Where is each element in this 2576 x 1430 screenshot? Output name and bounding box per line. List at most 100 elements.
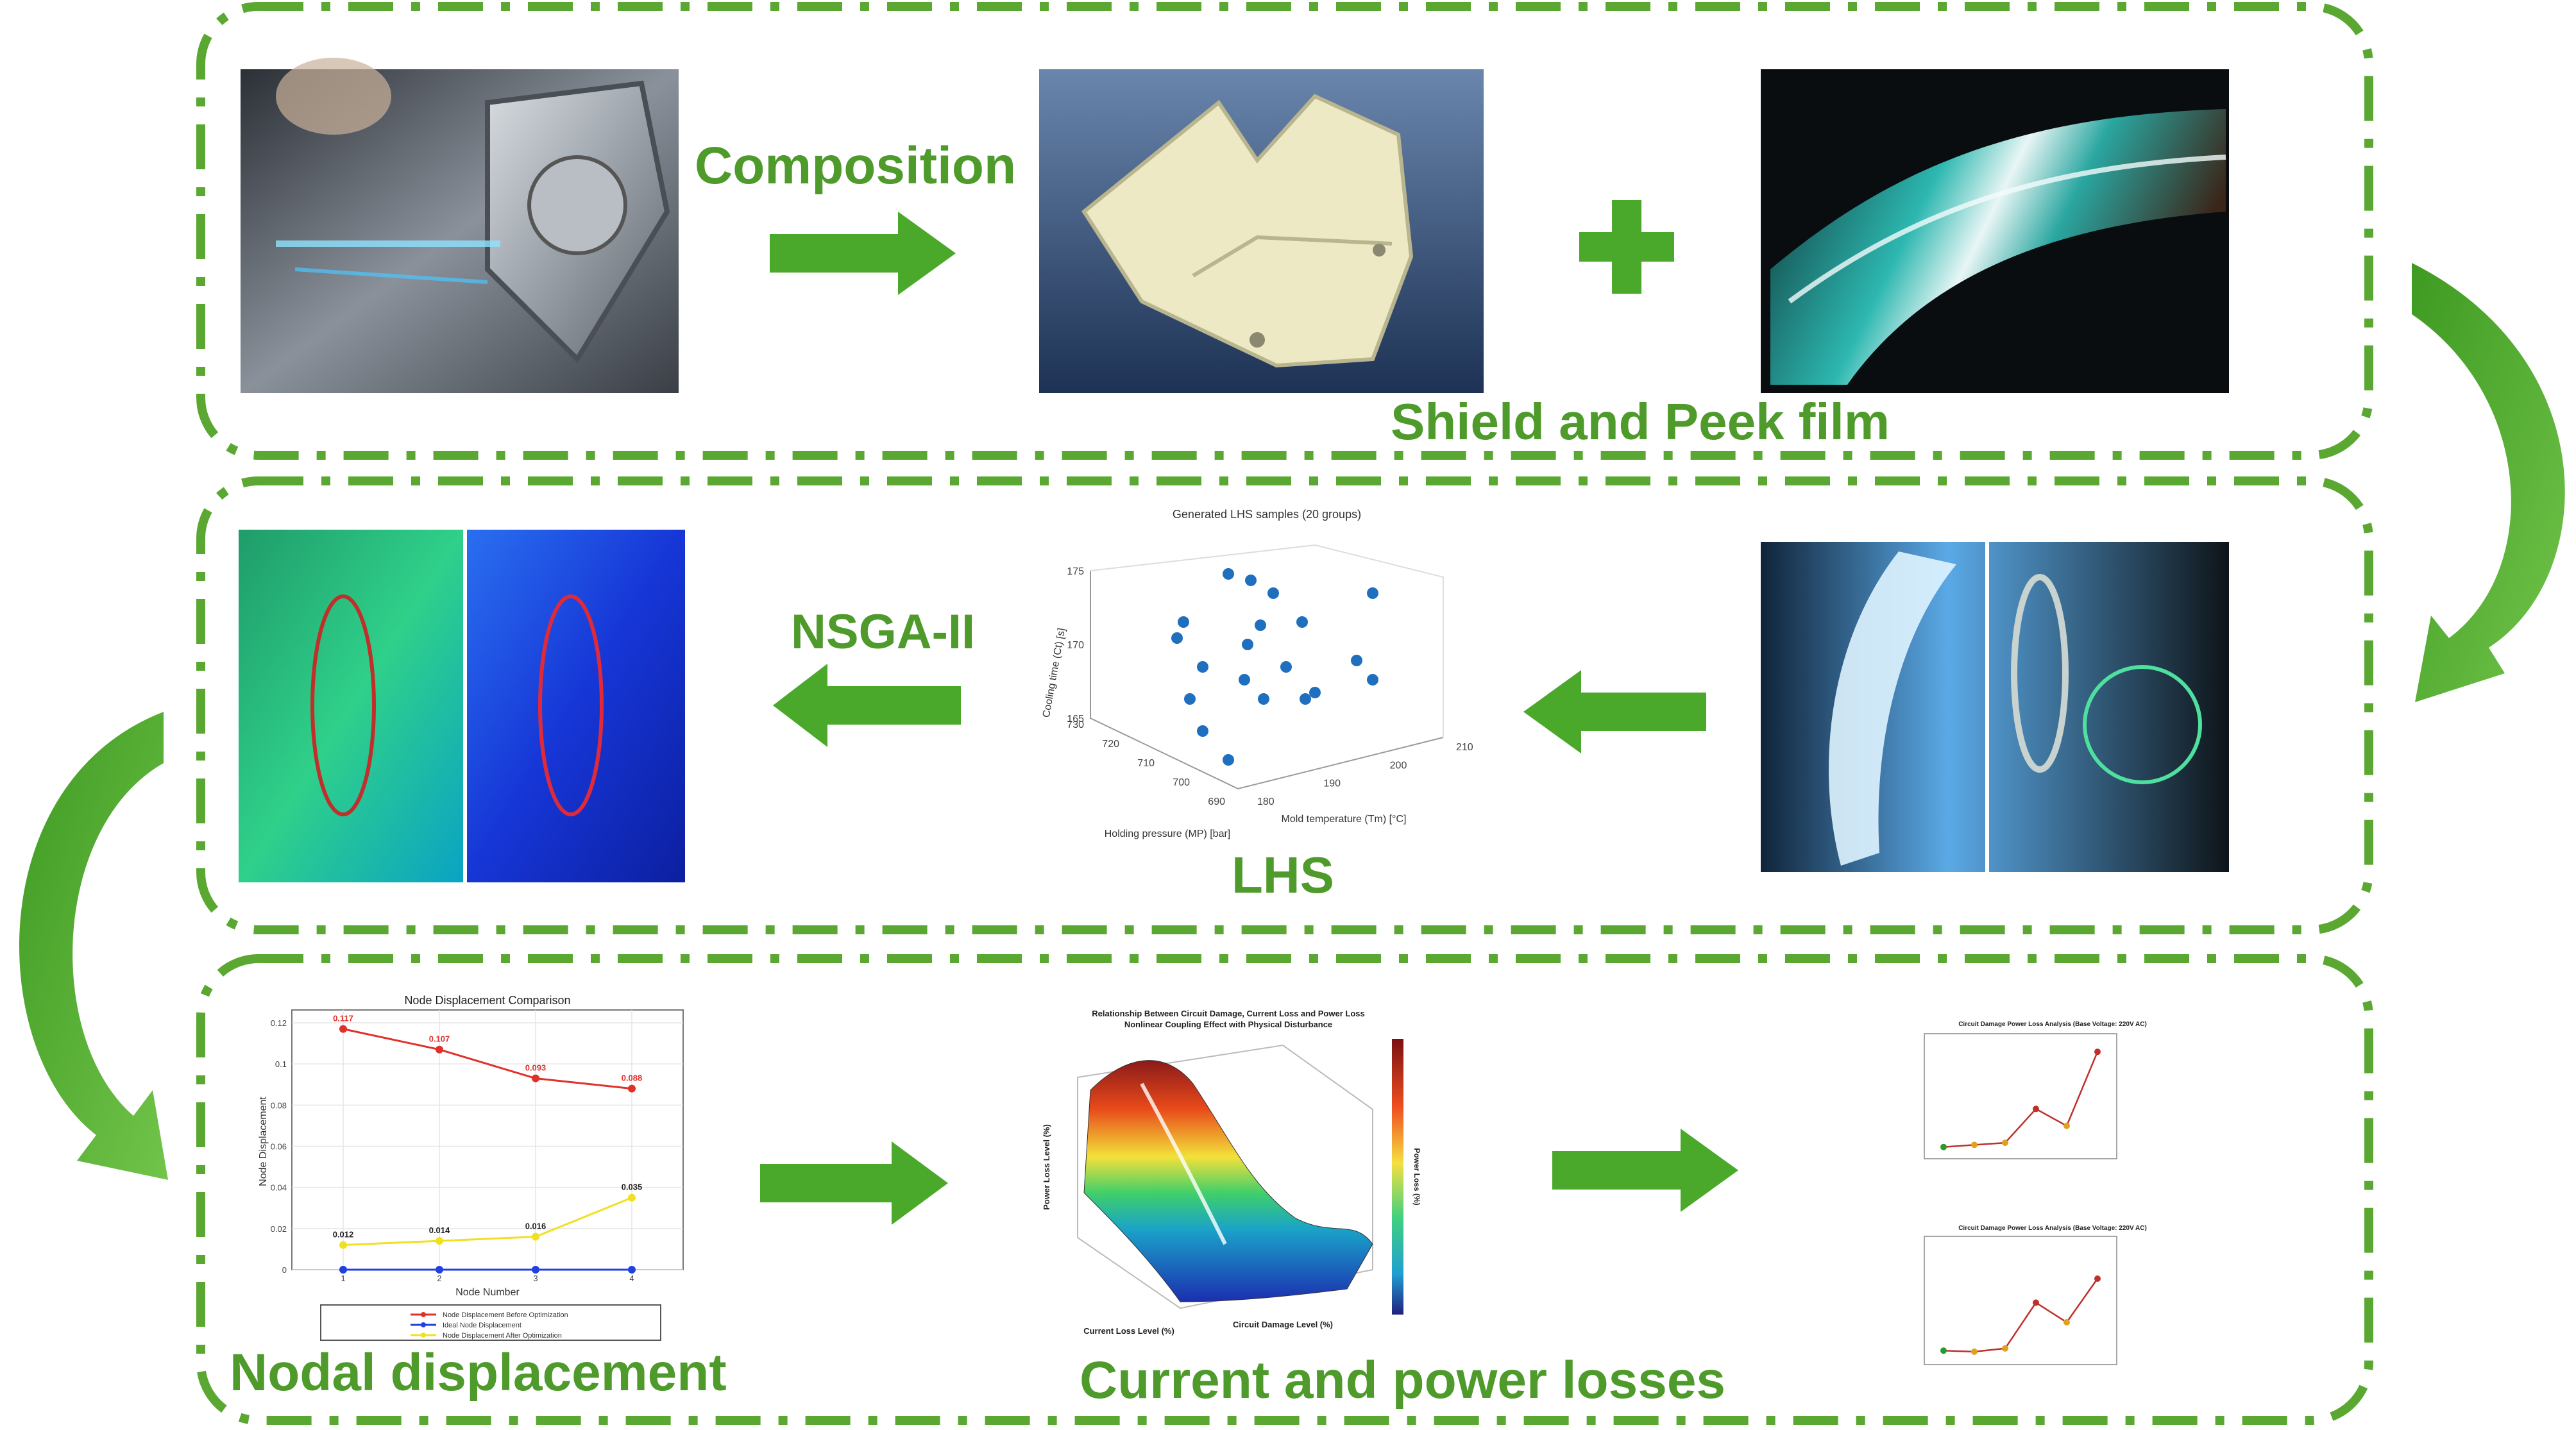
lhs-sample-point	[1300, 693, 1311, 705]
frame-composition	[196, 2, 2373, 460]
node-ytick-label: 0.08	[271, 1100, 287, 1110]
plus-icon	[1579, 200, 1674, 294]
node-legend-marker	[421, 1322, 426, 1327]
surface-ylabel: Circuit Damage Level (%)	[1233, 1320, 1333, 1329]
node-legend-marker	[421, 1333, 426, 1338]
node-data-label: 0.035	[622, 1182, 643, 1192]
lhs-ztick-label: 165	[1067, 714, 1084, 725]
node-xtick-label: 3	[533, 1274, 538, 1283]
power-series-point	[1971, 1348, 1978, 1355]
node-data-label: 0.012	[333, 1230, 354, 1240]
lhs-xtick-label: 710	[1137, 758, 1155, 769]
node-series-point	[436, 1266, 443, 1274]
power-loss-analysis-chart-top: Circuit Damage Power Loss Analysis (Base…	[1860, 1016, 2147, 1209]
node-series-point	[532, 1074, 539, 1082]
node-xlabel: Node Number	[455, 1287, 520, 1298]
power-series-point	[2063, 1319, 2070, 1325]
power-chart-b-title: Circuit Damage Power Loss Analysis (Base…	[1958, 1225, 2147, 1232]
lhs-sample-point	[1351, 655, 1362, 666]
arrow-left-nsga	[773, 664, 961, 747]
node-chart-title: Node Displacement Comparison	[404, 994, 570, 1007]
node-series-line	[343, 1028, 632, 1090]
lhs-sample-point	[1255, 619, 1266, 631]
power-series-line	[1943, 1278, 2099, 1353]
lhs-xtick-label: 690	[1208, 796, 1225, 807]
node-legend-label: Node Displacement After Optimization	[443, 1332, 562, 1340]
node-series-point	[436, 1237, 443, 1245]
lhs-sample-point	[1309, 687, 1321, 698]
node-series-line	[343, 1197, 632, 1246]
node-series-point	[436, 1045, 443, 1054]
node-series-point	[532, 1266, 539, 1274]
node-ytick-label: 0.04	[271, 1183, 287, 1193]
curved-arrow-left	[19, 712, 168, 1180]
lhs-sample-point	[1184, 693, 1196, 705]
node-data-label: 0.016	[525, 1222, 547, 1231]
node-data-label: 0.088	[622, 1073, 643, 1083]
lhs-sample-point	[1296, 616, 1308, 628]
lhs-sample-point	[1239, 674, 1250, 686]
node-ytick-label: 0.02	[271, 1224, 287, 1234]
power-series-point	[1940, 1347, 1947, 1354]
lhs-ytick-label: 180	[1257, 796, 1275, 807]
label-nsga: NSGA-II	[791, 605, 976, 659]
lhs-sample-point	[1280, 661, 1292, 673]
lhs-xlabel: Holding pressure (MP) [bar]	[1105, 829, 1231, 839]
lhs-sample-point	[1223, 568, 1234, 580]
arrow-right-nodal	[760, 1141, 948, 1225]
node-xtick-label: 2	[437, 1274, 441, 1283]
node-data-label: 0.093	[525, 1063, 547, 1073]
label-composition: Composition	[695, 137, 1017, 195]
node-xtick-label: 4	[629, 1274, 634, 1283]
node-legend-label: Node Displacement Before Optimization	[443, 1311, 568, 1319]
surface-xlabel: Current Loss Level (%)	[1083, 1326, 1174, 1336]
label-current-and-power-losses: Current and power losses	[1080, 1351, 1726, 1409]
lhs-sample-point	[1367, 587, 1378, 599]
node-ytick-label: 0.12	[271, 1018, 287, 1028]
node-ytick-label: 0	[282, 1265, 287, 1275]
lhs-xtick-label: 700	[1173, 777, 1190, 788]
label-lhs: LHS	[1232, 846, 1334, 904]
lhs-ztick-label: 175	[1067, 566, 1084, 577]
node-legend-marker	[421, 1312, 426, 1317]
node-series-point	[628, 1084, 636, 1093]
power-loss-analysis-chart-bottom: Circuit Damage Power Loss Analysis (Base…	[1860, 1218, 2147, 1411]
shield-cad-image	[1039, 69, 1484, 393]
lhs-sample-point	[1171, 632, 1183, 644]
arrow-left-lhs	[1523, 670, 1706, 753]
peek-film-image	[1761, 69, 2229, 393]
molded-parts-photo	[1761, 542, 2229, 872]
power-series-point	[2094, 1048, 2101, 1056]
lhs-ztick-label: 170	[1067, 640, 1084, 651]
power-series-point	[2002, 1345, 2008, 1352]
lhs-sample-point	[1242, 639, 1253, 650]
frame-optimization	[196, 476, 2373, 934]
node-series-point	[339, 1241, 347, 1249]
power-series-line	[1943, 1051, 2099, 1148]
lhs-sample-point	[1178, 616, 1189, 628]
node-xtick-label: 1	[341, 1274, 345, 1283]
power-series-point	[2002, 1140, 2008, 1147]
power-series-point	[1971, 1141, 1978, 1148]
node-series-point	[339, 1266, 347, 1274]
label-nodal-displacement: Nodal displacement	[230, 1343, 727, 1402]
lhs-sample-point	[1258, 693, 1269, 705]
lhs-xtick-label: 720	[1102, 739, 1119, 750]
surface-colorbar-label: Power Loss (%)	[1412, 1148, 1421, 1205]
power-series-point	[2033, 1106, 2039, 1113]
node-ytick-label: 0.1	[275, 1059, 287, 1069]
node-legend-label: Ideal Node Displacement	[443, 1322, 521, 1329]
lhs-ytick-label: 200	[1390, 760, 1407, 771]
node-series-point	[628, 1266, 636, 1274]
armor-image	[241, 58, 679, 393]
power-series-point	[1940, 1143, 1947, 1150]
node-series-point	[532, 1232, 539, 1241]
arrow-right-composition	[770, 212, 956, 295]
arrow-right-power	[1552, 1129, 1738, 1212]
lhs-sample-point	[1267, 587, 1279, 599]
lhs-ylabel: Mold temperature (Tm) [°C]	[1282, 814, 1407, 825]
power-loss-surface-chart: Relationship Between Circuit Damage, Cur…	[1039, 1004, 1421, 1337]
curved-arrow-right	[2412, 263, 2565, 702]
surface-chart-title: Relationship Between Circuit Damage, Cur…	[1092, 1009, 1364, 1018]
node-series-point	[339, 1025, 347, 1033]
